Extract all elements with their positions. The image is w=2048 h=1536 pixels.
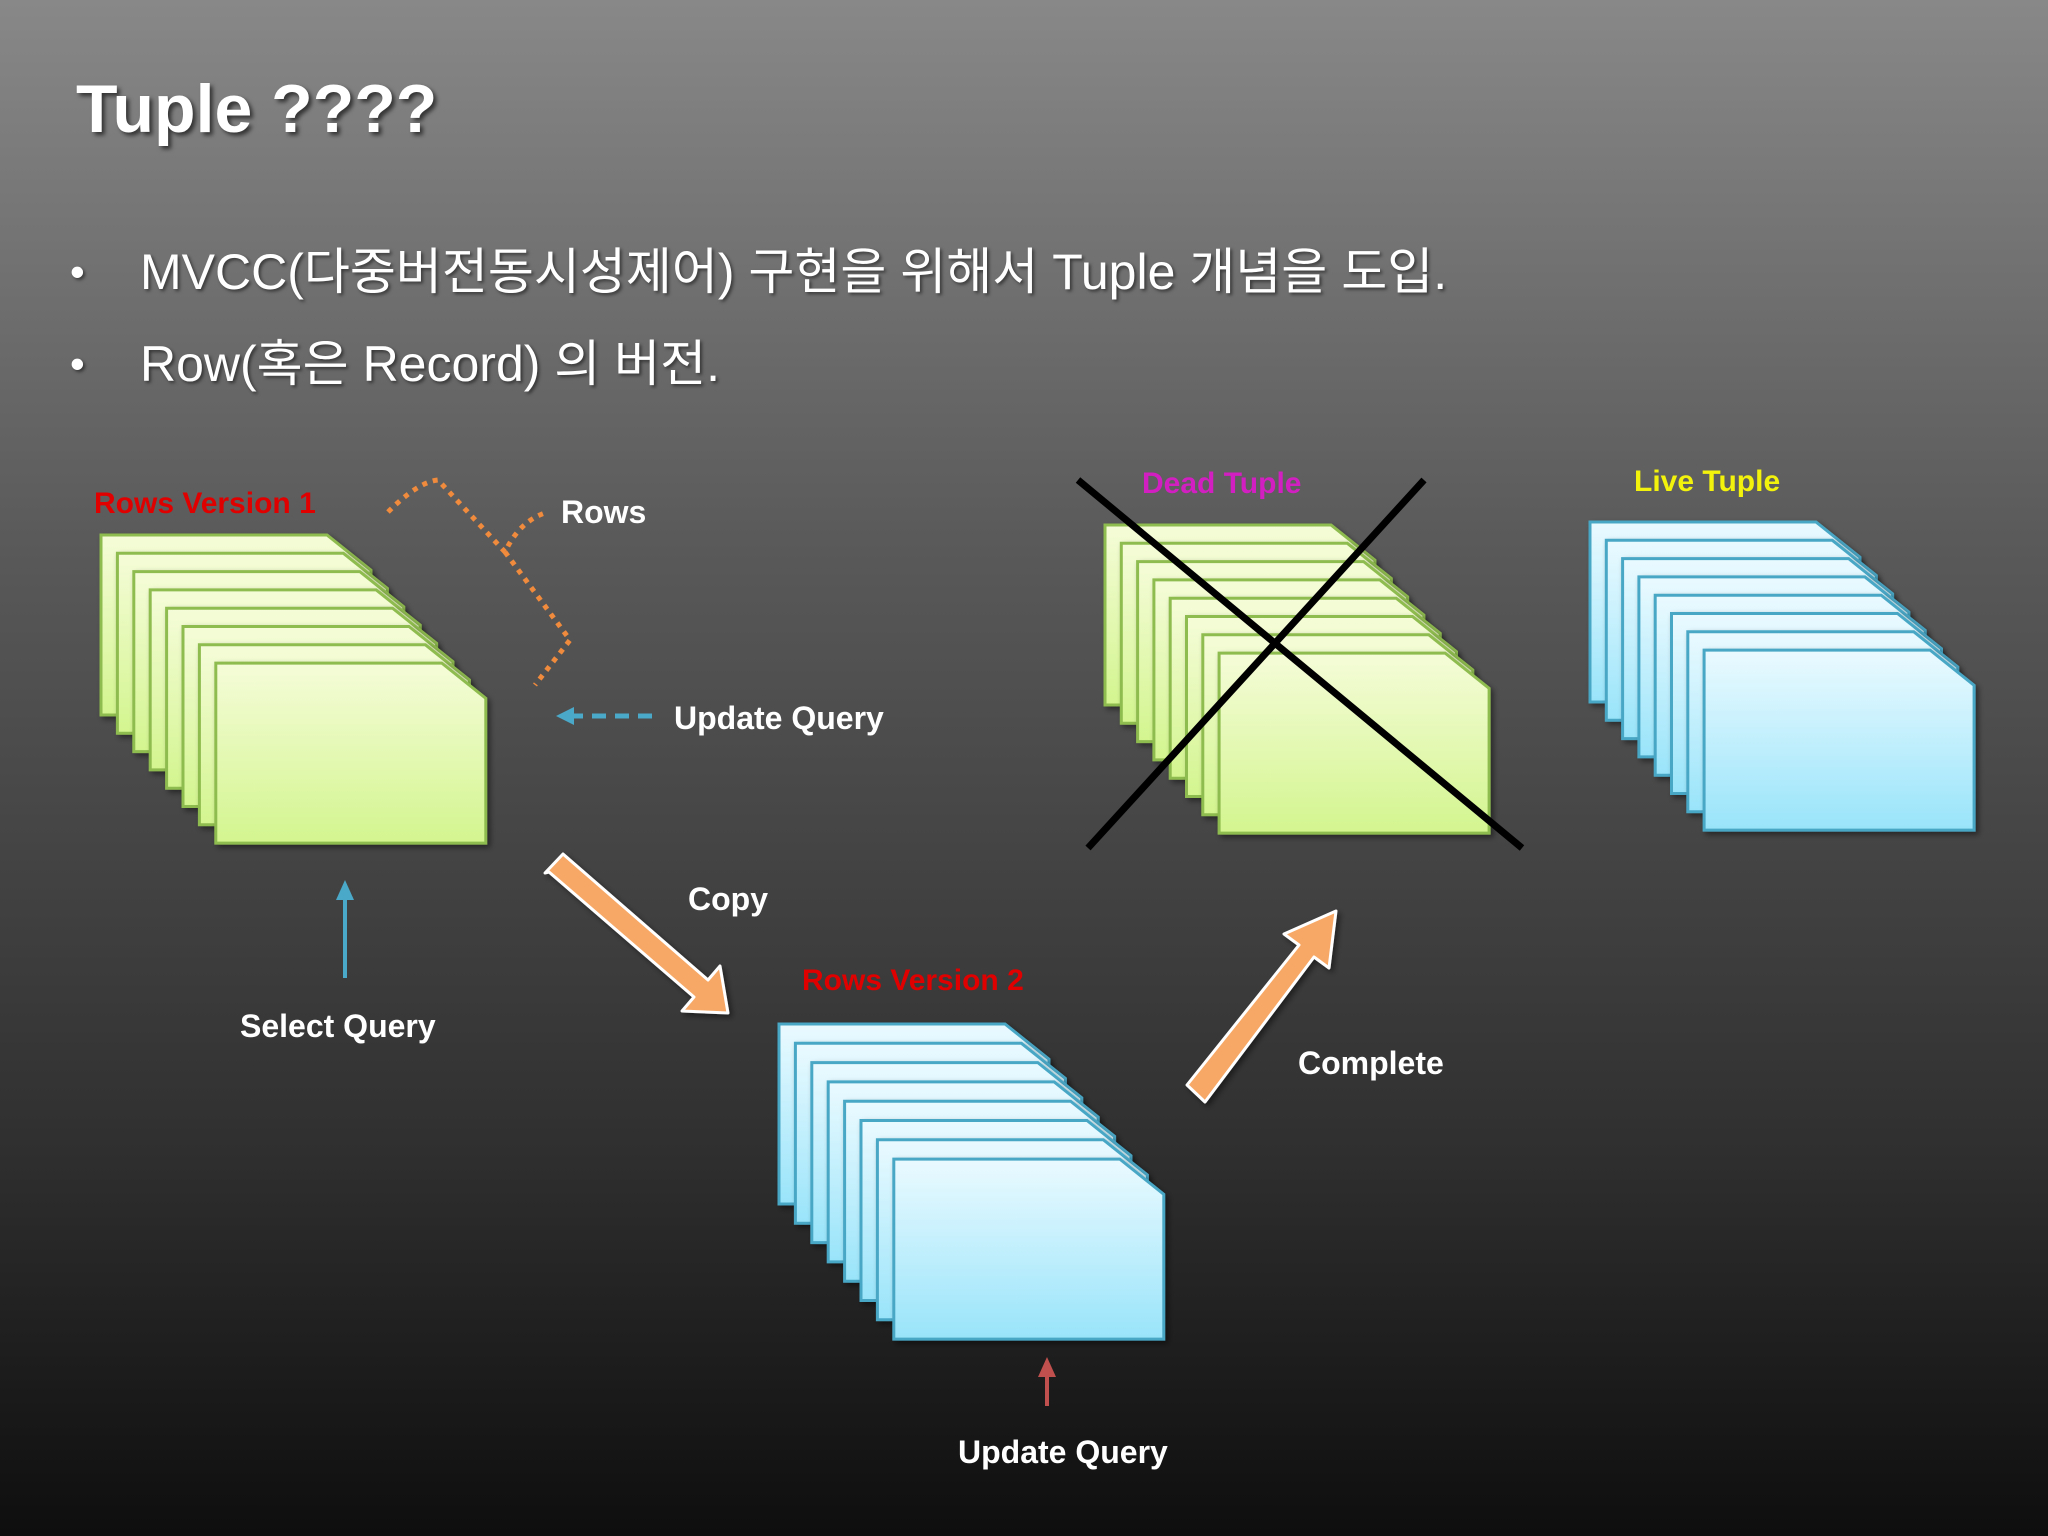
- complete-label: Complete: [1298, 1045, 1444, 1081]
- tuple-page: [892, 1157, 1166, 1341]
- select-query-arrow-icon: [336, 880, 354, 978]
- bullet-dot-icon: •: [70, 340, 85, 387]
- rows-version-1-label: Rows Version 1: [94, 487, 316, 520]
- dead-tuple-stack: [1103, 523, 1491, 835]
- rows-version-2-stack: [777, 1022, 1166, 1341]
- complete-arrow-icon: [1185, 909, 1338, 1104]
- bullet-text: MVCC(다중버전동시성제어) 구현을 위해서 Tuple 개념을 도입.: [140, 244, 1448, 300]
- bullet-item: • Row(혹은 Record) 의 버전.: [70, 318, 1447, 410]
- copy-label: Copy: [688, 881, 768, 917]
- rows-version-1-stack: [99, 533, 488, 845]
- copy-arrow-icon: [543, 852, 730, 1015]
- tuple-page: [214, 661, 488, 845]
- rows-version-2-label: Rows Version 2: [802, 964, 1024, 997]
- tuple-page: [1702, 648, 1976, 832]
- update-query-bottom-label: Update Query: [958, 1434, 1168, 1470]
- rows-label: Rows: [561, 494, 646, 530]
- dead-tuple-cross-icon: [1075, 477, 1525, 851]
- bullet-item: • MVCC(다중버전동시성제어) 구현을 위해서 Tuple 개념을 도입.: [70, 226, 1447, 318]
- update-query-bottom-arrow-icon: [1038, 1357, 1056, 1406]
- update-query-label: Update Query: [674, 700, 884, 736]
- dead-tuple-label: Dead Tuple: [1142, 467, 1301, 500]
- rows-brace-icon: [386, 477, 574, 687]
- slide-title: Tuple ????: [76, 71, 438, 147]
- update-query-dashed-arrow-icon: [556, 707, 652, 725]
- bullet-list: • MVCC(다중버전동시성제어) 구현을 위해서 Tuple 개념을 도입. •…: [70, 226, 1447, 410]
- tuple-page: [1217, 651, 1491, 835]
- bullet-text: Row(혹은 Record) 의 버전.: [140, 336, 721, 392]
- live-tuple-stack: [1588, 520, 1976, 832]
- bullet-dot-icon: •: [70, 248, 85, 295]
- select-query-label: Select Query: [240, 1008, 436, 1044]
- live-tuple-label: Live Tuple: [1634, 465, 1780, 498]
